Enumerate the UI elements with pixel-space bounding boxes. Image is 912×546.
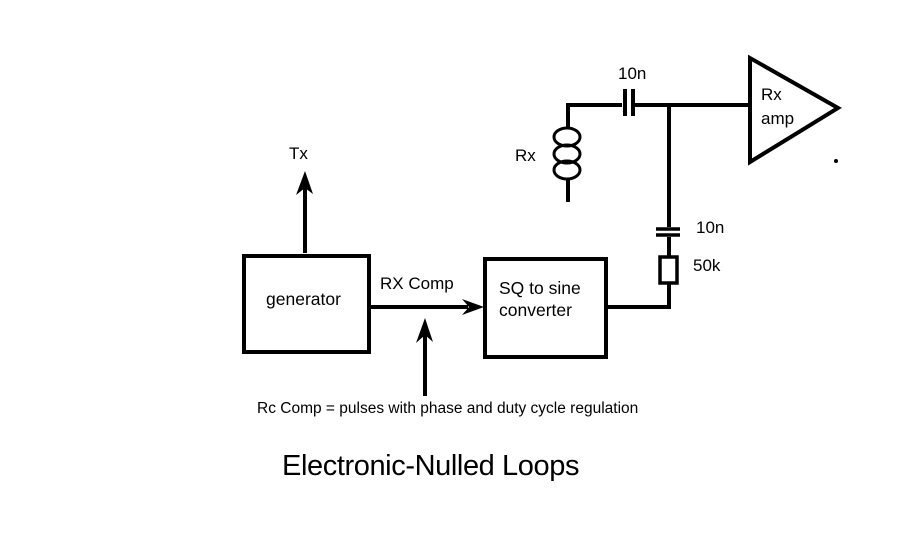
stray-dot <box>834 159 838 163</box>
sq-to-sine-label-line1: SQ to sine <box>499 278 581 298</box>
annotation-text: Rc Comp = pulses with phase and duty cyc… <box>257 400 639 417</box>
resistor-label: 50k <box>693 256 721 275</box>
rx-amp-triangle <box>748 54 842 166</box>
tx-arrowhead-icon <box>296 171 313 195</box>
series-capacitor-symbol <box>623 89 635 116</box>
inductor-label: Rx <box>515 146 536 165</box>
rx-comp-signal-label: RX Comp <box>380 274 454 293</box>
shunt-capacitor-symbol <box>656 227 680 237</box>
rx-amp-label: Rx amp <box>761 83 794 131</box>
wire-coil-to-cap <box>566 103 622 128</box>
generator-block: generator <box>242 254 371 354</box>
generator-label: generator <box>266 288 341 309</box>
pulse-arrowhead-icon <box>416 318 433 343</box>
diagram-title: Electronic-Nulled Loops <box>282 450 580 482</box>
rx-amp-label-line1: Rx <box>761 85 782 104</box>
sq-to-sine-block: SQ to sine converter <box>483 257 608 359</box>
series-capacitor-label: 10n <box>618 64 647 83</box>
sq-to-sine-label-line2: converter <box>499 300 572 320</box>
resistor-symbol <box>658 255 679 285</box>
rx-comp-arrowhead-icon <box>462 299 484 315</box>
inductor-symbol <box>552 126 582 181</box>
tx-signal-label: Tx <box>289 144 308 163</box>
wire-resistor-to-converter <box>608 282 671 309</box>
rx-amp-label-line2: amp <box>761 109 795 128</box>
shunt-capacitor-label: 10n <box>696 218 725 237</box>
